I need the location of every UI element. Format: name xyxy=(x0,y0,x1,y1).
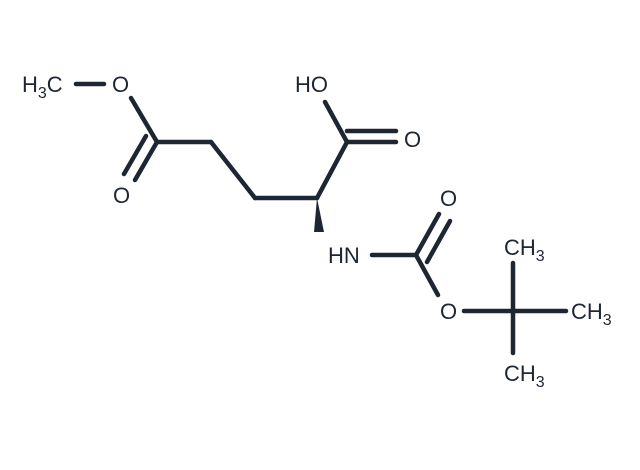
label-amine-nh: HN xyxy=(328,243,360,268)
bond-carbamate-o xyxy=(413,252,441,298)
label-tbu-ch3-bottom: CH3 xyxy=(504,361,545,391)
bond-carbamate-double-o-a xyxy=(413,211,442,258)
bond-ester-c-double-o-a xyxy=(132,139,160,183)
label-carbamate-o-single: O xyxy=(440,299,457,324)
label-acid-o-double: O xyxy=(404,127,421,152)
label-carbamate-o-double: O xyxy=(440,186,457,211)
bond-ch2-ch2 xyxy=(208,139,258,201)
bond-lines xyxy=(73,81,569,356)
label-ester-o-single: O xyxy=(112,72,129,97)
bond-carbamate-double-o-b xyxy=(424,218,453,265)
label-ch3-methyl: H3C xyxy=(22,72,63,102)
bond-acid-c-oh xyxy=(322,99,350,145)
bond-o-carbonyl xyxy=(128,95,160,145)
label-acid-oh: HO xyxy=(295,72,328,97)
label-tbu-ch3-top: CH3 xyxy=(504,235,545,265)
bond-alpha-acid-c xyxy=(314,139,350,201)
bond-ester-c-double-o-b xyxy=(121,133,149,177)
stereo-wedge-bond xyxy=(314,198,324,232)
label-ester-o-double: O xyxy=(113,183,130,208)
label-tbu-ch3-right: CH3 xyxy=(571,299,612,329)
